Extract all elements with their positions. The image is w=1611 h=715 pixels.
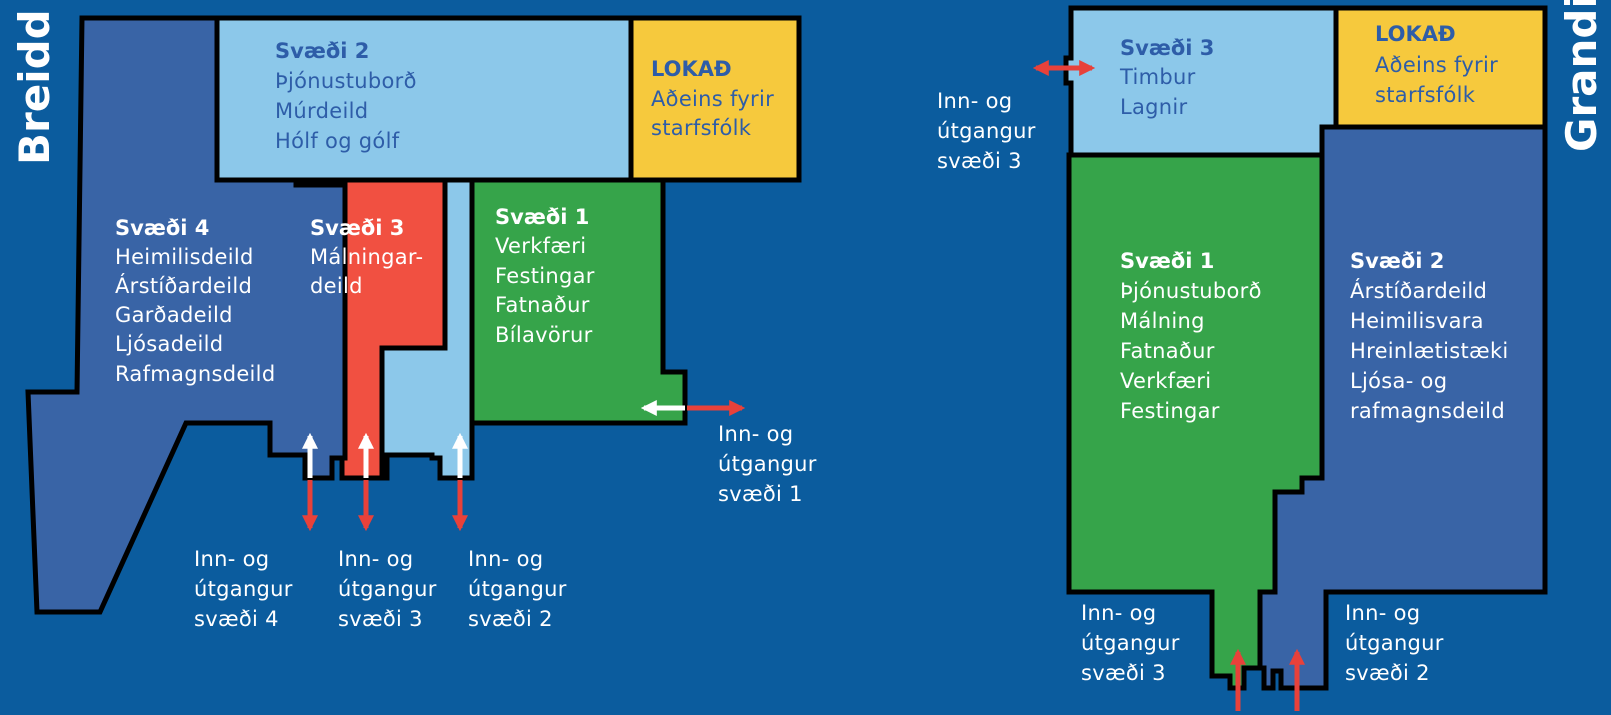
entrance-line: Inn- og [937,89,1012,113]
zone-item: Verkfæri [495,234,586,258]
zone-item: Aðeins fyrir [651,87,774,111]
entrance-line: útgangur [194,577,293,601]
zone-item: Festingar [495,264,595,288]
grandi-map: Grandi Svæði 3 Timbur Lagnir LOKAÐ Aðein… [937,0,1606,711]
zone-title: Svæði 2 [275,39,369,63]
entrance-line: Inn- og [1081,601,1156,625]
grandi-entrance-label-3-bottom: Inn- og útgangur svæði 3 [1081,601,1180,685]
grandi-zone-1-label: Svæði 1 Þjónustuborð Málning Fatnaður Ve… [1120,249,1262,423]
zone-item: Málningar- [310,245,423,269]
entrance-line: svæði 3 [338,607,423,631]
zone-item: Heimilisdeild [115,245,254,269]
breidd-store-name: Breidd [10,9,59,165]
breidd-map: Breidd Svæði 2 Þjónustuborð Múrdeild Hól… [10,9,817,631]
entrance-line: svæði 1 [718,482,803,506]
entrance-line: Inn- og [468,547,543,571]
breidd-entrance-label-4: Inn- og útgangur svæði 4 [194,547,293,631]
breidd-zone-closed-label: LOKAÐ Aðeins fyrir starfsfólk [651,57,774,140]
zone-item: Þjónustuborð [1120,279,1262,303]
zone-item: Festingar [1120,399,1220,423]
zone-title: Svæði 3 [310,216,404,240]
zone-title: Svæði 1 [495,205,589,229]
zone-item: Múrdeild [275,99,368,123]
breidd-entrance-label-3: Inn- og útgangur svæði 3 [338,547,437,631]
zone-item: starfsfólk [1375,83,1476,107]
entrance-line: svæði 2 [468,607,553,631]
entrance-line: Inn- og [194,547,269,571]
entrance-line: Inn- og [1345,601,1420,625]
entrance-line: svæði 4 [194,607,279,631]
breidd-entrance-label-1: Inn- og útgangur svæði 1 [718,422,817,506]
breidd-zone-4-label: Svæði 4 Heimilisdeild Árstíðardeild Garð… [115,216,275,386]
zone-item: Fatnaður [495,293,590,317]
entrance-line: svæði 2 [1345,661,1430,685]
zone-item: rafmagnsdeild [1350,399,1505,423]
breidd-zone-3 [293,177,448,481]
zone-item: Fatnaður [1120,339,1215,363]
zone-title: Svæði 3 [1120,36,1214,60]
grandi-store-name: Grandi [1557,0,1606,152]
zone-item: Aðeins fyrir [1375,53,1498,77]
grandi-entrance-arrows [1032,59,1306,711]
zone-item: Árstíðardeild [115,273,252,298]
zone-title: Svæði 2 [1350,249,1444,273]
zone-item: Garðadeild [115,303,233,327]
breidd-zone-1-label: Svæði 1 Verkfæri Festingar Fatnaður Bíla… [495,205,595,347]
breidd-entrance-label-2: Inn- og útgangur svæði 2 [468,547,567,631]
zone-item: Heimilisvara [1350,309,1484,333]
grandi-zone-3-label: Svæði 3 Timbur Lagnir [1119,36,1214,119]
entrance-line: svæði 3 [937,149,1022,173]
entrance-line: útgangur [937,119,1036,143]
grandi-zone-3 [1063,5,1339,158]
zone-item: Rafmagnsdeild [115,362,275,386]
zone-item: Ljósadeild [115,332,223,356]
zone-item: Hreinlætistæki [1350,339,1509,363]
zone-title: LOKAÐ [651,57,732,81]
entrance-line: útgangur [338,577,437,601]
zone-item: Málning [1120,309,1205,333]
grandi-entrance-label-2: Inn- og útgangur svæði 2 [1345,601,1444,685]
breidd-zone-2-label: Svæði 2 Þjónustuborð Múrdeild Hólf og gó… [275,39,417,153]
zone-item: Lagnir [1120,95,1188,119]
breidd-entrance-arrows [301,399,746,532]
entrance-line: útgangur [718,452,817,476]
zone-item: Verkfæri [1120,369,1211,393]
zone-item: Ljósa- og [1350,369,1447,393]
zone-item: Þjónustuborð [275,69,417,93]
breidd-zone-closed [628,15,802,183]
zone-title: Svæði 1 [1120,249,1214,273]
breidd-zone-1 [469,177,688,426]
zone-item: Hólf og gólf [275,129,400,153]
entrance-line: svæði 3 [1081,661,1166,685]
zone-item: Timbur [1119,65,1196,89]
zone-item: deild [310,274,363,298]
grandi-zone-1 [1066,152,1325,691]
breidd-zone-2 [214,15,634,183]
entrance-line: útgangur [1081,631,1180,655]
entrance-line: útgangur [468,577,567,601]
entrance-line: Inn- og [718,422,793,446]
grandi-entrance-label-3-top: Inn- og útgangur svæði 3 [937,89,1036,173]
zone-item: Bílavörur [495,323,593,347]
grandi-zone-2-label: Svæði 2 Árstíðardeild Heimilisvara Hrein… [1350,249,1509,423]
zone-item: starfsfólk [651,116,752,140]
breidd-zone-3-label: Svæði 3 Málningar- deild [310,216,423,298]
entrance-line: Inn- og [338,547,413,571]
zone-title: Svæði 4 [115,216,209,240]
grandi-zone-closed-label: LOKAÐ Aðeins fyrir starfsfólk [1375,22,1498,107]
zone-item: Árstíðardeild [1350,278,1487,303]
entrance-line: útgangur [1345,631,1444,655]
zone-title: LOKAÐ [1375,22,1456,46]
grandi-zone-closed [1333,5,1548,130]
